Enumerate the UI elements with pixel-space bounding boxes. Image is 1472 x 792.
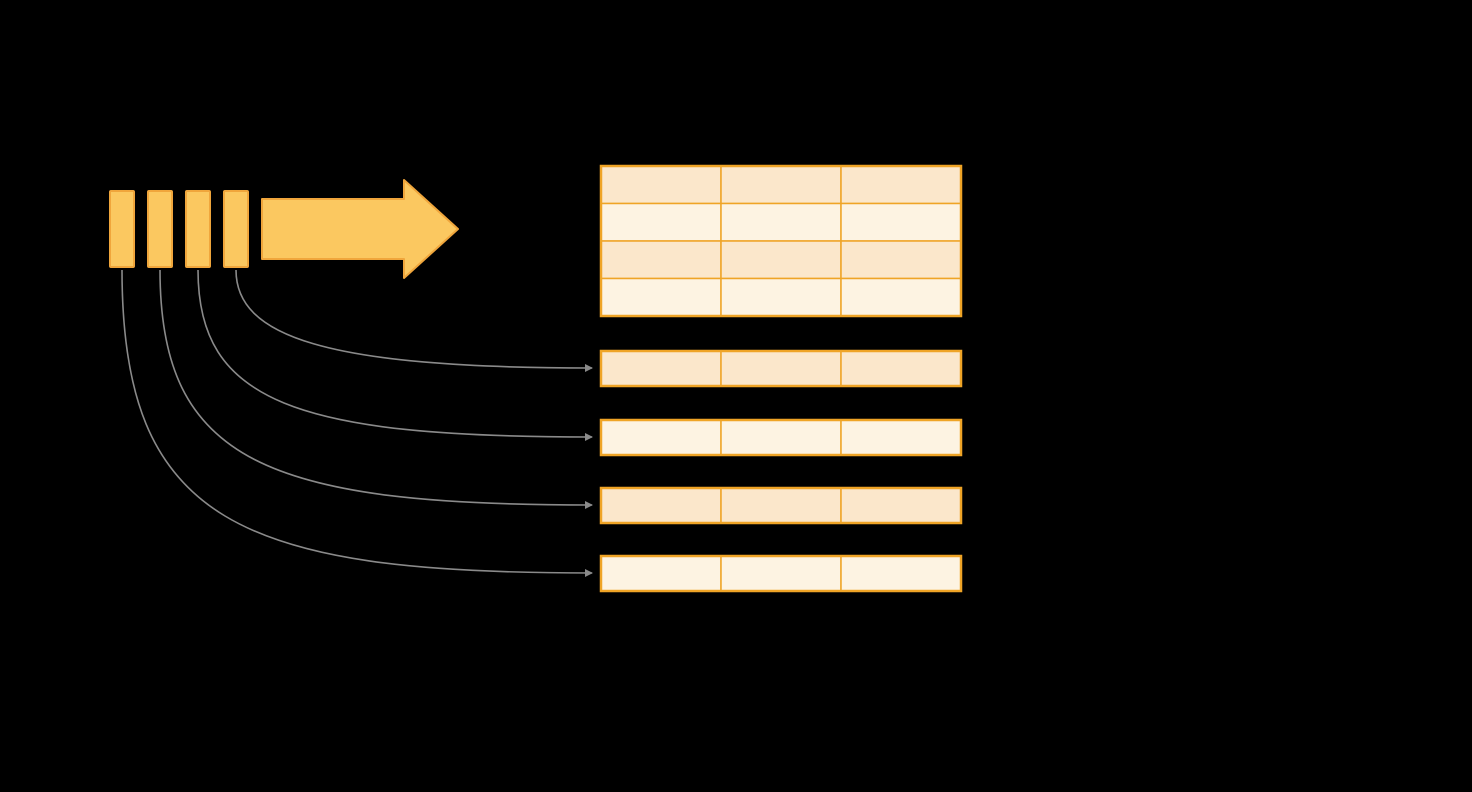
grid-table-border bbox=[599, 164, 963, 318]
grid-table-cell bbox=[840, 240, 962, 280]
grid-table-cell bbox=[720, 240, 842, 280]
queue-bars bbox=[109, 190, 249, 268]
queue-bar bbox=[223, 190, 249, 268]
grid-table-cell bbox=[600, 240, 722, 280]
queue-bar bbox=[185, 190, 211, 268]
connector-arrow bbox=[121, 269, 593, 577]
queue-bar bbox=[109, 190, 135, 268]
row-table-cell bbox=[600, 487, 722, 524]
connector-arrow bbox=[159, 269, 593, 509]
queue-bar bbox=[147, 190, 173, 268]
row-table bbox=[599, 486, 963, 525]
row-table-border bbox=[599, 349, 963, 388]
grid-table-cell bbox=[840, 277, 962, 317]
row-table-cell bbox=[600, 350, 722, 387]
grid-table-cell bbox=[720, 277, 842, 317]
row-table-border bbox=[599, 554, 963, 593]
grid-table-cell bbox=[600, 165, 722, 205]
connector-arrow bbox=[235, 269, 593, 372]
row-table-cell bbox=[720, 555, 842, 592]
row-table-cell bbox=[840, 555, 962, 592]
row-table-cell bbox=[840, 487, 962, 524]
row-table-cell bbox=[840, 350, 962, 387]
row-table bbox=[599, 554, 963, 593]
row-table-cell bbox=[720, 350, 842, 387]
row-table bbox=[599, 418, 963, 457]
grid-table bbox=[599, 164, 963, 318]
row-table-cell bbox=[720, 487, 842, 524]
row-table-cell bbox=[600, 555, 722, 592]
flow-arrow bbox=[261, 179, 459, 279]
row-table-border bbox=[599, 418, 963, 457]
grid-table-cell bbox=[600, 202, 722, 242]
row-table-cell bbox=[600, 419, 722, 456]
connector-group bbox=[121, 269, 593, 577]
connector-arrow bbox=[197, 269, 593, 441]
grid-table-cell bbox=[720, 165, 842, 205]
grid-table-cell bbox=[720, 202, 842, 242]
grid-table-cell bbox=[840, 202, 962, 242]
row-table bbox=[599, 349, 963, 388]
row-table-cell bbox=[840, 419, 962, 456]
grid-table-cell bbox=[600, 277, 722, 317]
row-table-border bbox=[599, 486, 963, 525]
grid-table-cell bbox=[840, 165, 962, 205]
row-table-cell bbox=[720, 419, 842, 456]
